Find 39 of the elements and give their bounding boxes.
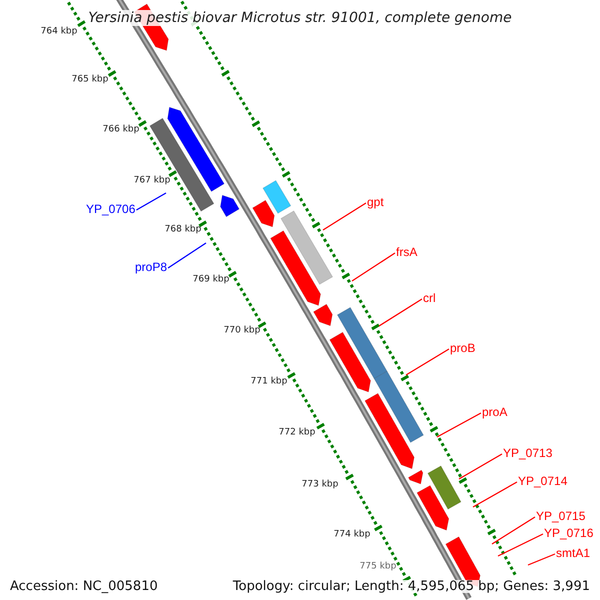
gene-label: gpt: [367, 196, 384, 208]
gene-label: proA: [482, 406, 508, 418]
leader-line: [378, 298, 422, 326]
scale-label: 773 kbp: [302, 480, 338, 490]
leader-line: [352, 252, 396, 282]
leader-line: [498, 533, 544, 557]
gene-label: frsA: [396, 246, 418, 258]
footer-text: Topology: circular; Length: 4,595,065 bp; Genes: 3,991: [232, 580, 590, 593]
scale-label: 770 kbp: [224, 326, 260, 336]
leader-line: [458, 453, 502, 480]
scale-label: 771 kbp: [250, 378, 288, 386]
scale-label: 766 kbp: [102, 126, 140, 134]
scale-label: 764 kbp: [40, 28, 78, 36]
scale-label: 768 kbp: [164, 226, 202, 234]
scale-label: 769 kbp: [192, 276, 230, 284]
title: Yersinia pestis biovar Microtus str. 91001, complete genome: [86, 10, 514, 26]
leader-line: [406, 348, 450, 376]
leader-line: [472, 481, 518, 508]
leader-line: [436, 412, 482, 438]
leader-line: [168, 242, 206, 268]
scale-label: 767 kbp: [134, 176, 170, 186]
gene-label: YP_0706: [86, 203, 136, 215]
scale-label: 775 kbp: [360, 562, 396, 572]
leader-line: [322, 202, 366, 230]
leader-line: [492, 516, 536, 544]
footer-text: Accession: NC_005810: [10, 580, 158, 593]
gene-label: crl: [423, 292, 436, 304]
gene-label: smtA1: [556, 547, 590, 559]
gene-label: YP_0714: [518, 475, 568, 487]
leader-line: [528, 553, 556, 566]
scale-label: 774 kbp: [334, 530, 370, 540]
scale-label: 772 kbp: [278, 428, 316, 438]
gene-label: YP_0716: [544, 527, 594, 539]
gene-label: YP_0713: [503, 447, 552, 459]
gene-label: proB: [450, 342, 476, 354]
gene-label: proP8: [135, 261, 168, 273]
leader-line: [136, 192, 166, 211]
gene-label: YP_0715: [536, 510, 586, 522]
scale-label: 765 kbp: [72, 76, 108, 84]
